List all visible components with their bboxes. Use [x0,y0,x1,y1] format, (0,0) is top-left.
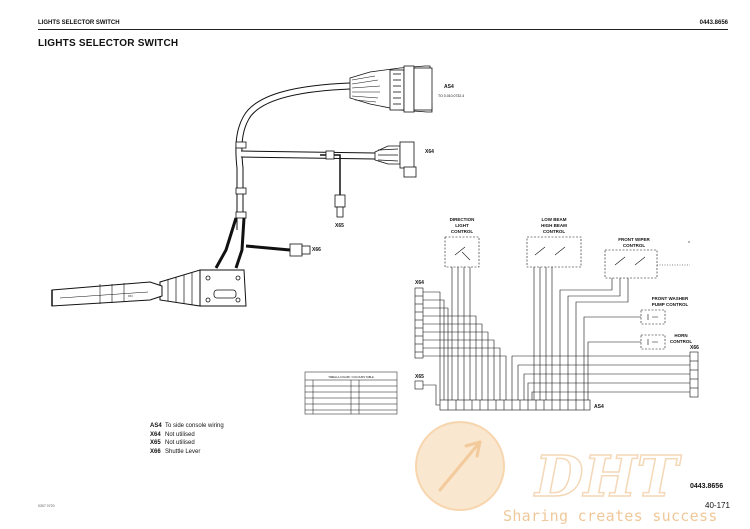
direction-label-3: CONTROL [451,229,473,234]
washer-label-1: FRONT WASHER [652,296,689,301]
dht-logo-text: DHT [533,444,682,510]
page-title: LIGHTS SELECTOR SWITCH [38,38,179,49]
legend-text: Not utilised [165,440,195,446]
legend-text: Shuttle Lever [165,448,201,455]
as4-top-sublabel: TO 0.010.0732.4 [438,94,464,98]
washer-label-2: PUMP CONTROL [652,302,689,307]
wiper-label-2: CONTROL [623,243,645,248]
legend-key: X66 [150,448,161,455]
legend-text: To side console wiring [165,423,224,429]
footer-small-code: 0307 0720 [38,504,55,508]
wiper-label-1: FRONT WIPER [618,237,650,242]
colour-table-title: TABELLA COLORI / COLOURS TABLE [328,375,374,379]
direction-label-2: LIGHT [455,223,469,228]
legend-row: X65 Not utilised [150,439,224,448]
legend-row: X66 Shuttle Lever [150,448,224,457]
svg-text:ON: ON [128,294,133,298]
as4-schematic-label: AS4 [594,404,604,410]
horn-label-1: HORN [674,333,687,338]
x64-schematic-label: X64 [415,280,424,286]
legend-key: AS4 [150,423,162,429]
page-number: 40-171 [705,501,730,510]
x65-connector-label: X65 [335,223,344,229]
header-code: 0443.8656 [699,20,728,26]
x65-schematic-label: X65 [415,374,424,380]
x64-connector-label: X64 [425,149,434,155]
horn-label-2: CONTROL [670,339,692,344]
legend-row: X64 Not utilised [150,431,224,440]
colour-table [304,371,398,415]
legend-key: X64 [150,431,161,438]
as4-top-label: AS4 [444,84,454,90]
watermark-slogan: Sharing creates success [503,507,718,525]
beam-label-1: LOW BEAM [542,217,567,222]
beam-label-2: HIGH BEAM [541,223,567,228]
x66-schematic-label: X66 [690,345,699,351]
legend-text: Not utilised [165,431,195,438]
schematic [414,236,699,411]
figure-code: 0443.8656 [690,483,724,490]
harness-drawing: ON [51,65,433,307]
dht-logo-watermark [415,421,505,511]
x66-connector-label: X66 [312,247,321,253]
header-divider [38,29,728,30]
beam-label-3: CONTROL [543,229,565,234]
direction-label-1: DIRECTION [450,217,475,222]
header-section-title: LIGHTS SELECTOR SWITCH [38,20,120,26]
legend-key: X65 [150,440,161,446]
schematic-labels: DIRECTION LIGHT CONTROL LOW BEAM HIGH BE… [450,217,693,344]
